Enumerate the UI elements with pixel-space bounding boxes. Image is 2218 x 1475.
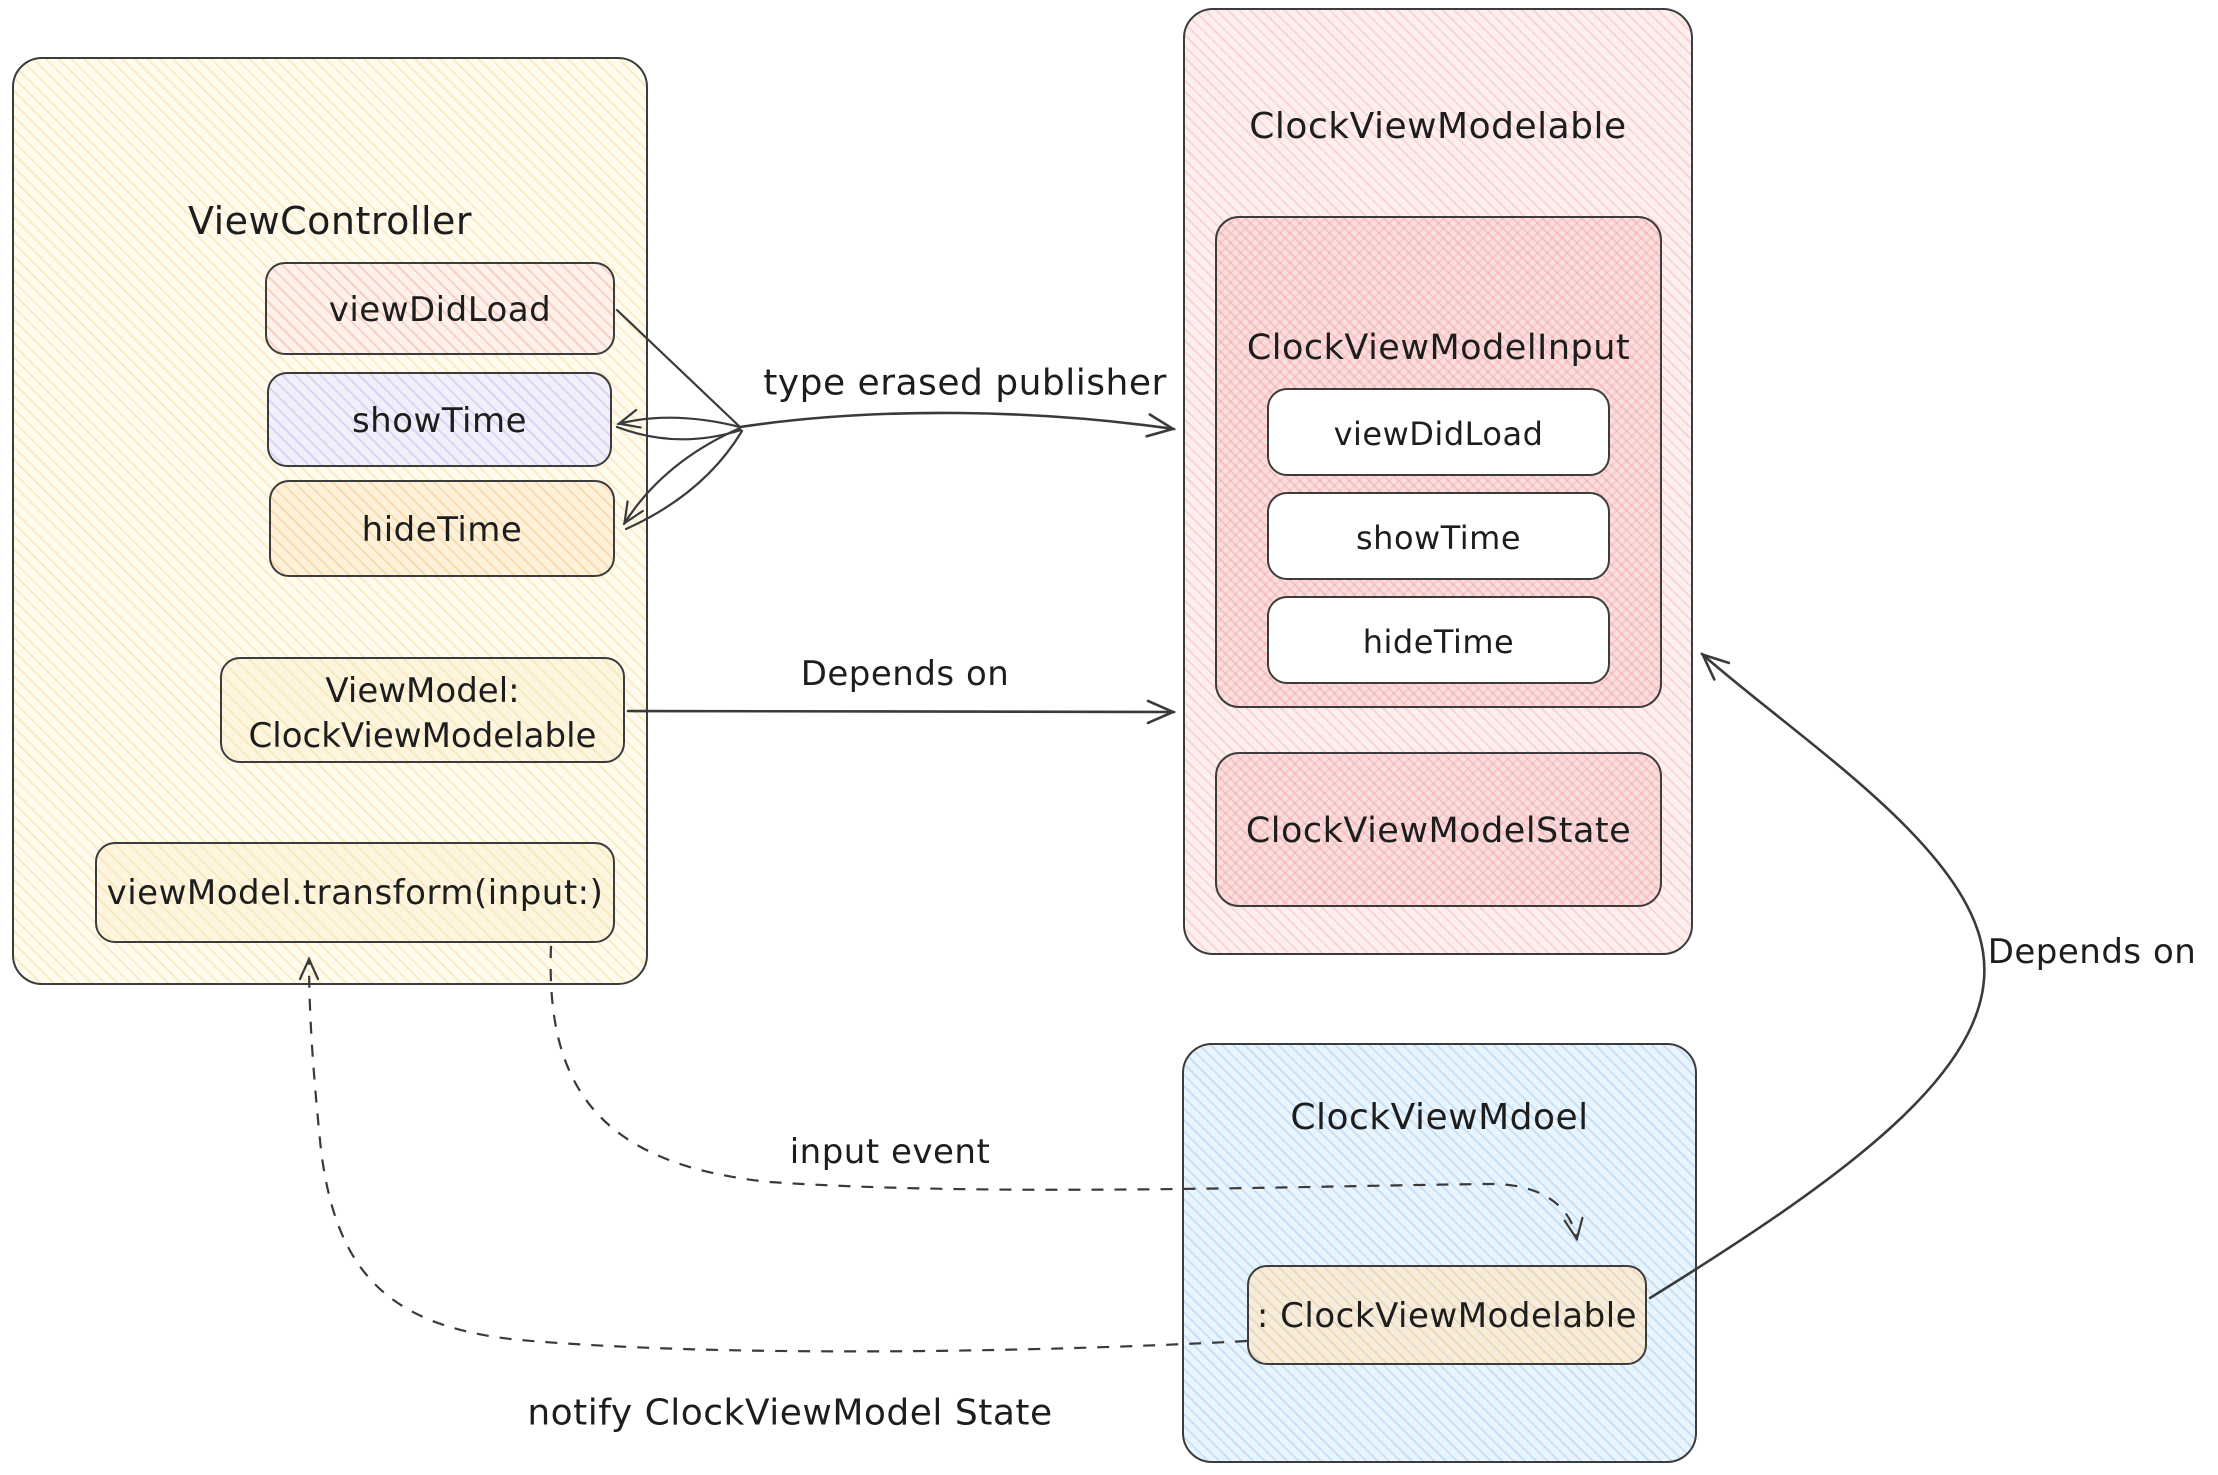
- vc-showtime-box: showTime: [267, 372, 612, 467]
- vc-hidetime-label: hideTime: [361, 510, 523, 550]
- clock-view-model-input-title: ClockViewModelInput: [1246, 328, 1631, 368]
- clock-view-model-title: ClockViewMdoel: [1290, 1097, 1589, 1138]
- label-depends-on-right: Depends on: [1987, 932, 2197, 972]
- edge-depends-on-right: [1648, 652, 1986, 1300]
- vc-viewmodel-box: ViewModel: ClockViewModelable: [220, 657, 625, 763]
- edge-depends-on-mid: [626, 699, 1177, 725]
- cvmi-showtime-box: showTime: [1267, 492, 1610, 580]
- vc-showtime-label: showTime: [351, 401, 528, 441]
- vc-transform-box: viewModel.transform(input:): [95, 842, 615, 943]
- label-input-event: input event: [789, 1132, 991, 1172]
- label-notify-state: notify ClockViewModel State: [527, 1392, 1053, 1434]
- view-controller-title: ViewController: [187, 199, 473, 243]
- cvmi-viewdidload-label: viewDidLoad: [1333, 415, 1544, 453]
- cvm-conformance-label: : ClockViewModelable: [1256, 1296, 1638, 1336]
- vc-viewmodel-label: ViewModel: ClockViewModelable: [222, 669, 623, 759]
- label-type-erased-publisher: type erased publisher: [763, 362, 1167, 404]
- clock-view-model-state-box: ClockViewModelState: [1215, 752, 1662, 907]
- cvm-conformance-box: : ClockViewModelable: [1247, 1265, 1647, 1365]
- clock-view-model-state-title: ClockViewModelState: [1245, 811, 1632, 851]
- vc-transform-label: viewModel.transform(input:): [106, 873, 604, 913]
- vc-viewmodel-label-line2: ClockViewModelable: [248, 715, 597, 756]
- cvmi-viewdidload-box: viewDidLoad: [1267, 388, 1610, 476]
- label-depends-on-mid: Depends on: [800, 654, 1010, 694]
- edge-type-erased-publisher: [738, 411, 1177, 438]
- vc-viewmodel-label-line1: ViewModel:: [325, 671, 520, 711]
- clock-view-modelable-title: ClockViewModelable: [1249, 106, 1627, 147]
- vc-viewdidload-box: viewDidLoad: [265, 262, 615, 355]
- clock-view-model-box: ClockViewMdoel: [1182, 1043, 1697, 1463]
- vc-hidetime-box: hideTime: [269, 480, 615, 577]
- cvmi-hidetime-box: hideTime: [1267, 596, 1610, 684]
- vc-viewdidload-label: viewDidLoad: [328, 290, 552, 330]
- cvmi-showtime-label: showTime: [1355, 519, 1521, 557]
- edge-notify-state: [298, 956, 1248, 1353]
- cvmi-hidetime-label: hideTime: [1362, 623, 1515, 661]
